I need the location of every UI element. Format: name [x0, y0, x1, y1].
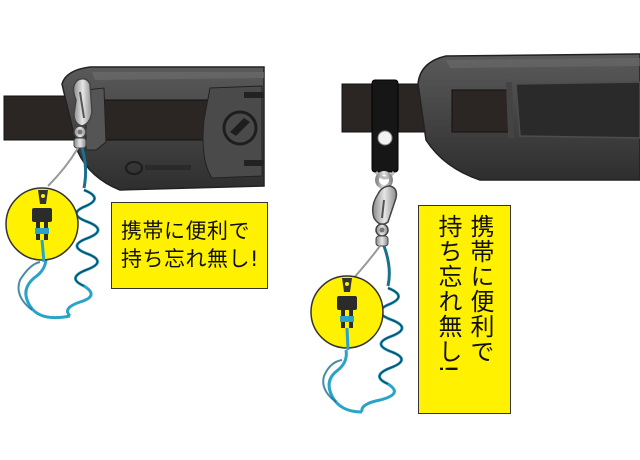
holster-side-slot — [244, 92, 264, 98]
holster-highlight — [92, 72, 264, 80]
callout-left-line-1: 携帯に便利で — [121, 219, 250, 243]
callout-right: 携帯に便利で 持ち忘れ無し! — [418, 205, 511, 414]
coiled-lanyard-icon — [17, 147, 100, 320]
snap-hook-icon — [371, 171, 398, 247]
connector-buckle — [32, 208, 52, 222]
wire-loop — [351, 245, 381, 281]
belt-through-holster — [99, 99, 213, 141]
snap-hook-icon — [72, 77, 93, 149]
right-belt-scene — [310, 53, 640, 414]
holster-window — [515, 81, 640, 139]
holster-stamp — [125, 161, 143, 175]
belt-loop-icon — [371, 79, 399, 180]
connector-buckle — [337, 296, 357, 310]
brand-logo-emblem — [222, 110, 258, 146]
belt-through-holster — [451, 89, 509, 133]
callout-left: 携帯に便利で 持ち忘れ無し! — [111, 202, 268, 289]
callout-left-line-2: 持ち忘れ無し! — [121, 247, 259, 271]
wire-loop — [47, 147, 79, 187]
connector-highlight-circle — [5, 187, 79, 261]
left-belt-scene — [3, 66, 265, 320]
callout-right-line-2: 持ち忘れ無し! — [434, 214, 462, 375]
callout-right-line-1: 携帯に便利で — [466, 214, 494, 364]
